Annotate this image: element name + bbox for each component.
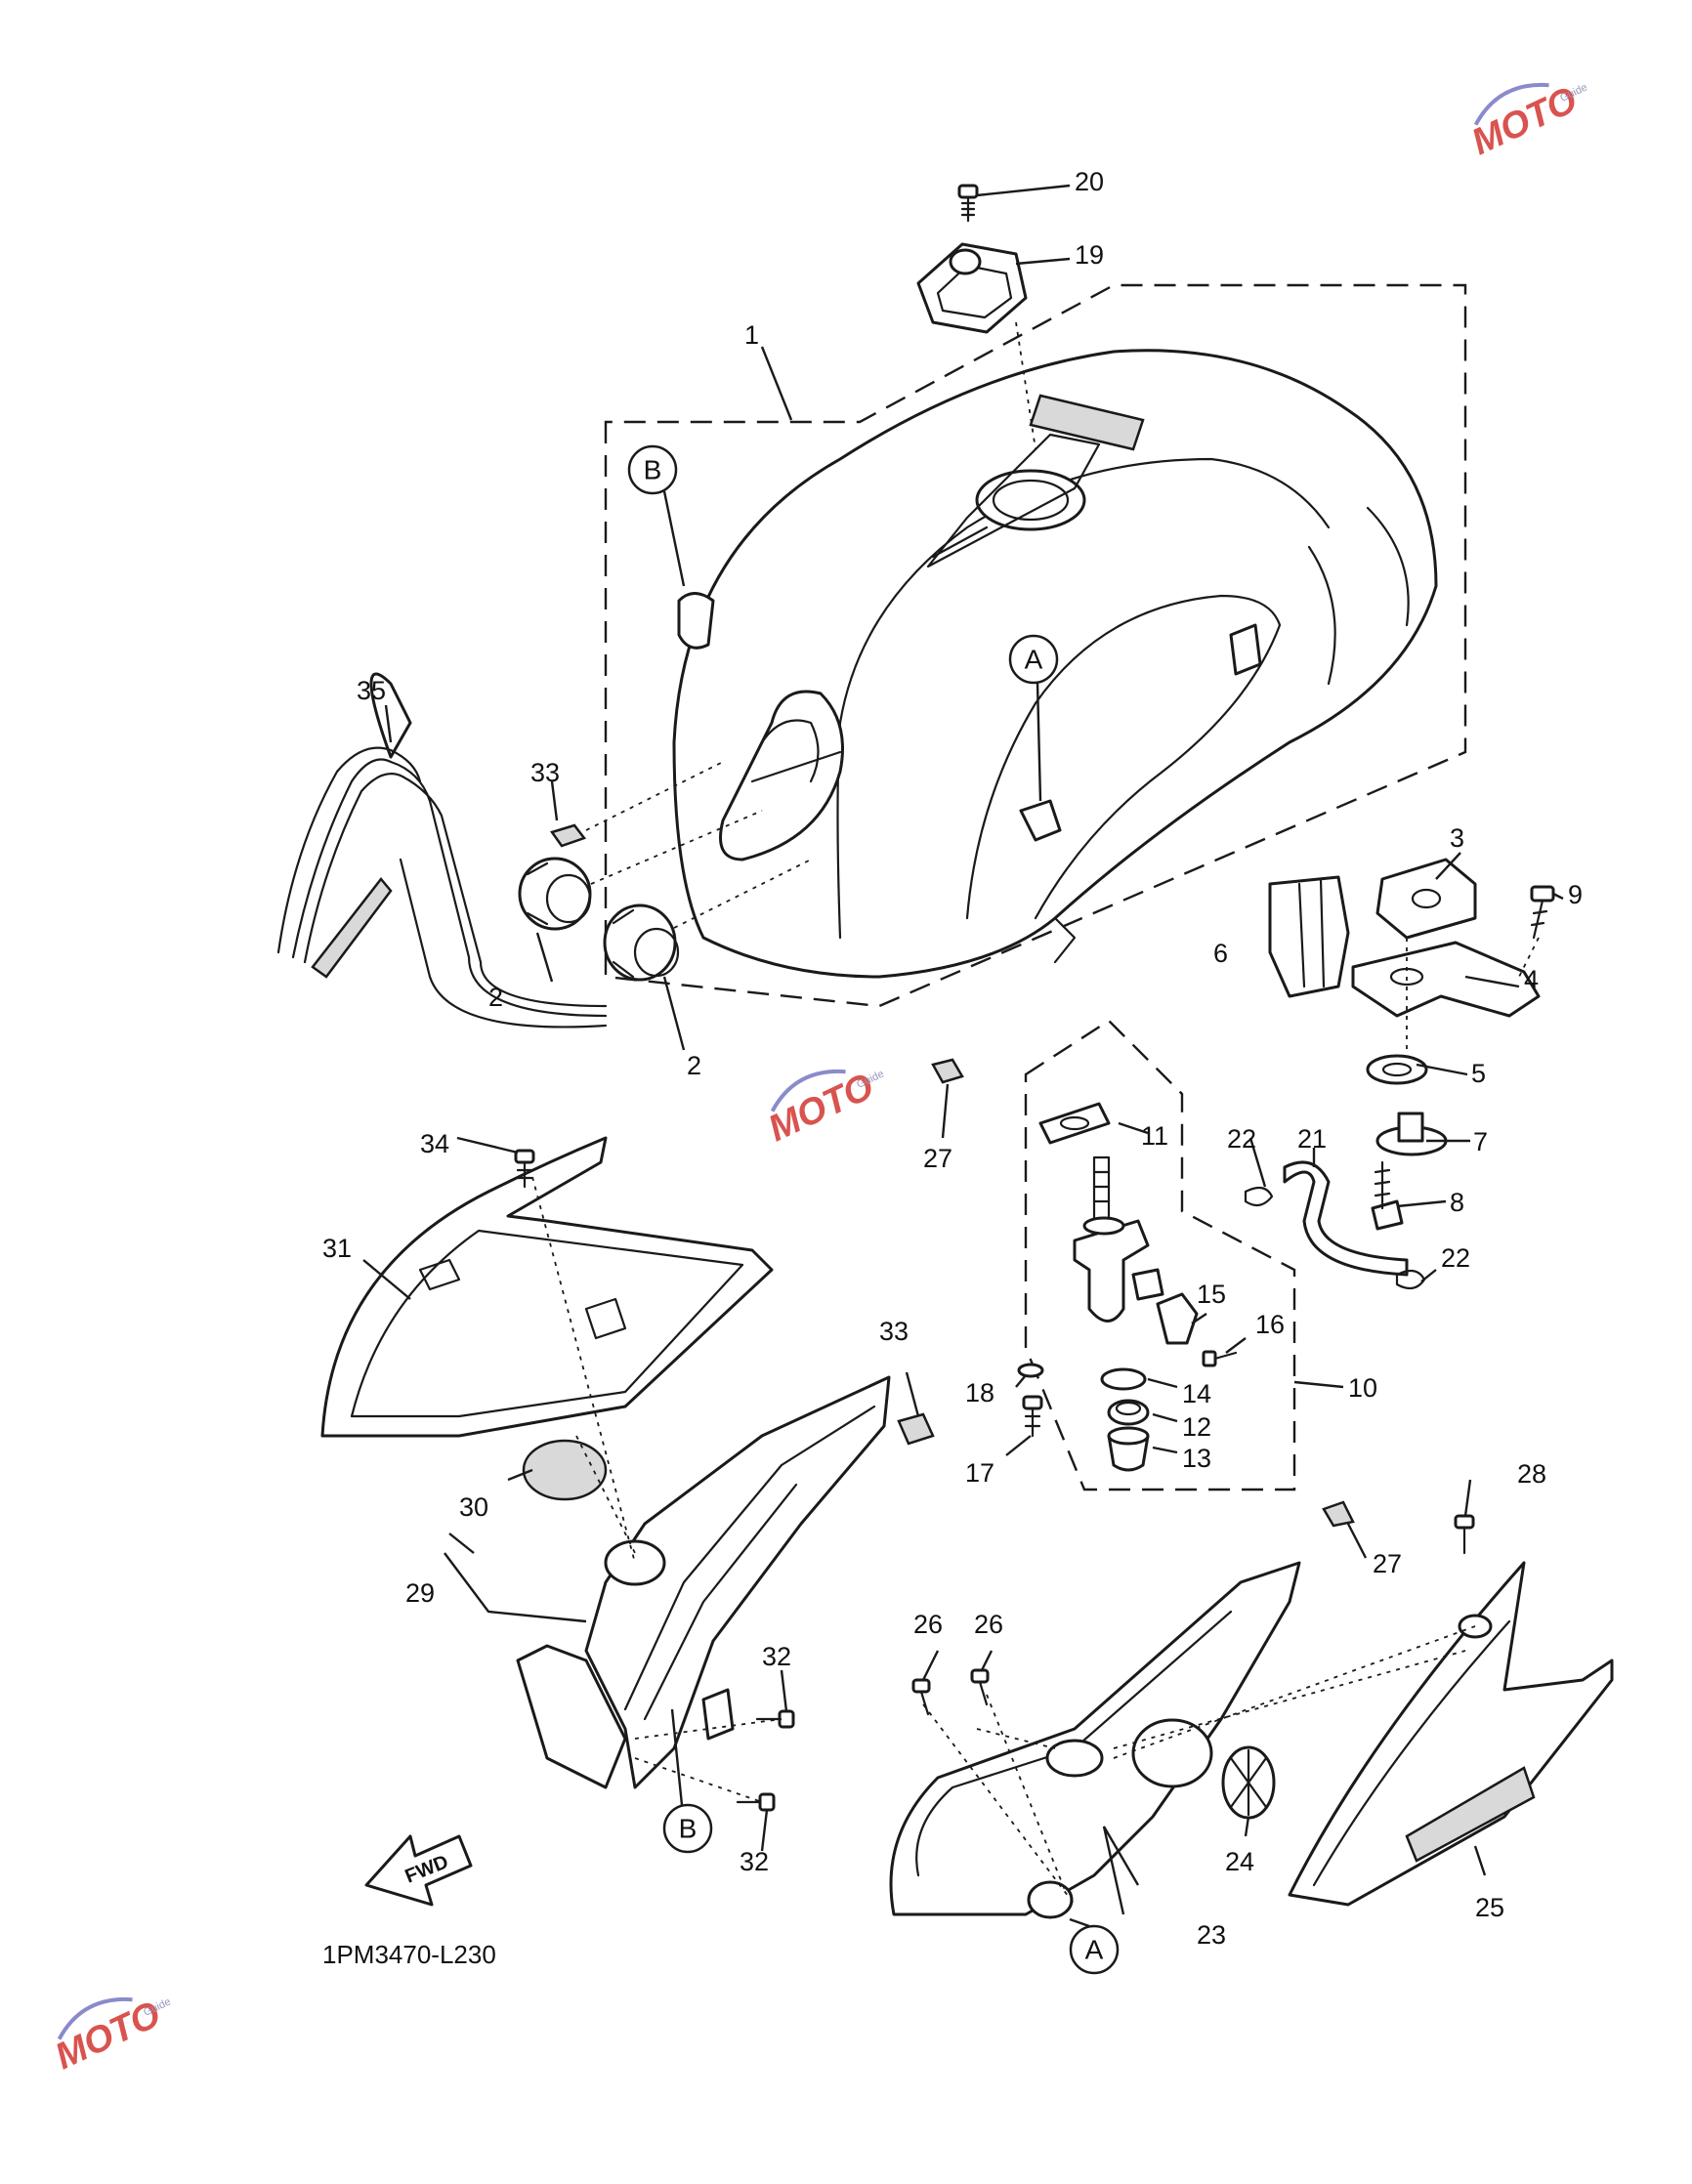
callout-23: 23 bbox=[1197, 1920, 1226, 1950]
bolt-8 bbox=[1371, 1160, 1404, 1231]
svg-text:B: B bbox=[679, 1814, 698, 1844]
clip-top bbox=[549, 823, 587, 848]
callout-26-right: 26 bbox=[974, 1610, 1003, 1639]
callout-32-upper: 32 bbox=[762, 1642, 791, 1671]
cushion-left bbox=[518, 857, 592, 931]
callout-3: 3 bbox=[1450, 823, 1464, 853]
screw-28 bbox=[1454, 1514, 1475, 1555]
callout-4: 4 bbox=[1524, 965, 1539, 994]
svg-text:A: A bbox=[1025, 645, 1043, 675]
tank-band bbox=[276, 672, 608, 1029]
side-cover-left bbox=[516, 1375, 891, 1789]
callout-2-right: 2 bbox=[687, 1051, 701, 1080]
callout-5: 5 bbox=[1471, 1059, 1486, 1088]
damper bbox=[1366, 1054, 1428, 1085]
callout-30: 30 bbox=[459, 1492, 488, 1522]
side-cover-right bbox=[889, 1561, 1301, 1919]
callout-7: 7 bbox=[1473, 1127, 1488, 1156]
callout-31: 31 bbox=[322, 1234, 352, 1263]
hose-clip-upper bbox=[1244, 1186, 1274, 1207]
gasket-12 bbox=[1107, 1399, 1150, 1426]
svg-text:A: A bbox=[1085, 1935, 1104, 1965]
callout-19: 19 bbox=[1075, 240, 1104, 270]
ref-marker-a-top: A bbox=[1008, 634, 1059, 802]
callout-27-upper: 27 bbox=[923, 1144, 952, 1173]
rear-damper bbox=[1268, 875, 1350, 998]
callout-8: 8 bbox=[1450, 1188, 1464, 1217]
forward-direction-arrow: FWD bbox=[364, 1834, 473, 1907]
screw-17 bbox=[1022, 1395, 1043, 1438]
callout-33-lower: 33 bbox=[879, 1317, 909, 1346]
screw-34 bbox=[514, 1149, 535, 1189]
watermark-bottom-left: MOTO Guide bbox=[49, 1994, 173, 2078]
callout-6: 6 bbox=[1213, 939, 1228, 968]
bolt-9 bbox=[1530, 885, 1555, 940]
callout-28: 28 bbox=[1517, 1459, 1546, 1489]
callout-12: 12 bbox=[1182, 1412, 1211, 1442]
callout-2-left: 2 bbox=[488, 983, 503, 1012]
ref-marker-a-bottom: A bbox=[1069, 1917, 1120, 1975]
hose-clip-lower bbox=[1395, 1269, 1426, 1290]
callout-18: 18 bbox=[965, 1378, 994, 1407]
callout-33-upper: 33 bbox=[530, 758, 560, 787]
emblem-24 bbox=[1221, 1745, 1276, 1820]
callout-10: 10 bbox=[1348, 1373, 1377, 1403]
drawing-code: 1PM3470-L230 bbox=[322, 1940, 496, 1969]
emblem-30 bbox=[522, 1439, 608, 1501]
callout-32-lower: 32 bbox=[740, 1847, 769, 1876]
callout-27-lower: 27 bbox=[1373, 1549, 1402, 1578]
callout-22-lower: 22 bbox=[1441, 1243, 1470, 1273]
screw-26-left bbox=[911, 1678, 931, 1716]
side-cover-upper bbox=[320, 1136, 774, 1438]
damper-bracket bbox=[1375, 858, 1477, 940]
washer-18 bbox=[1017, 1363, 1044, 1378]
cushion-right bbox=[603, 903, 680, 982]
collar bbox=[1375, 1112, 1448, 1156]
callout-labels: 1 2 2 3 4 5 6 7 8 9 10 11 12 13 14 15 16… bbox=[322, 167, 1583, 1950]
callout-17: 17 bbox=[965, 1458, 994, 1488]
mount-bracket bbox=[1351, 941, 1541, 1018]
fuel-cock bbox=[1073, 1155, 1164, 1323]
callout-35: 35 bbox=[357, 676, 386, 705]
callout-22-upper: 22 bbox=[1227, 1124, 1256, 1154]
svg-text:B: B bbox=[644, 455, 662, 485]
callout-26-left: 26 bbox=[913, 1610, 943, 1639]
clip-27-top bbox=[931, 1058, 964, 1084]
lever bbox=[1156, 1292, 1199, 1345]
cup-13 bbox=[1107, 1426, 1150, 1472]
tank-assembly-outline bbox=[604, 283, 1467, 1008]
bolt-32-upper bbox=[755, 1709, 795, 1729]
o-ring-14 bbox=[1100, 1367, 1147, 1391]
callout-16: 16 bbox=[1255, 1310, 1285, 1339]
tank-cap-bolt bbox=[957, 184, 979, 223]
callout-1: 1 bbox=[744, 320, 759, 350]
fuel-cock-gasket bbox=[1038, 1102, 1111, 1145]
callout-29: 29 bbox=[405, 1578, 435, 1608]
tank-cap-seat bbox=[916, 242, 1028, 334]
emblem-23 bbox=[1131, 1718, 1213, 1788]
ref-marker-b-top: B bbox=[627, 444, 686, 587]
screw-26-right bbox=[970, 1668, 990, 1706]
watermark-top-right: MOTO Guide bbox=[1465, 79, 1589, 163]
callout-14: 14 bbox=[1182, 1379, 1211, 1408]
callout-21: 21 bbox=[1297, 1124, 1327, 1154]
callout-15: 15 bbox=[1197, 1280, 1226, 1309]
bolt-32-lower bbox=[736, 1792, 776, 1812]
watermark-center: MOTO Guide bbox=[762, 1066, 886, 1150]
ref-marker-b-bottom: B bbox=[662, 1708, 713, 1854]
callout-9: 9 bbox=[1568, 880, 1583, 909]
callout-11: 11 bbox=[1141, 1121, 1168, 1151]
clip-27-bottom bbox=[1322, 1500, 1355, 1528]
cowl-cover bbox=[1288, 1561, 1614, 1907]
callout-25: 25 bbox=[1475, 1893, 1504, 1922]
fuel-hose bbox=[1283, 1160, 1409, 1277]
fuel-cock-assembly-outline bbox=[1024, 1019, 1296, 1491]
screw-16 bbox=[1202, 1350, 1238, 1367]
clip-33-lower bbox=[897, 1412, 935, 1446]
callout-24: 24 bbox=[1225, 1847, 1254, 1876]
callout-13: 13 bbox=[1182, 1444, 1211, 1473]
callout-34: 34 bbox=[420, 1129, 449, 1158]
callout-20: 20 bbox=[1075, 167, 1104, 196]
